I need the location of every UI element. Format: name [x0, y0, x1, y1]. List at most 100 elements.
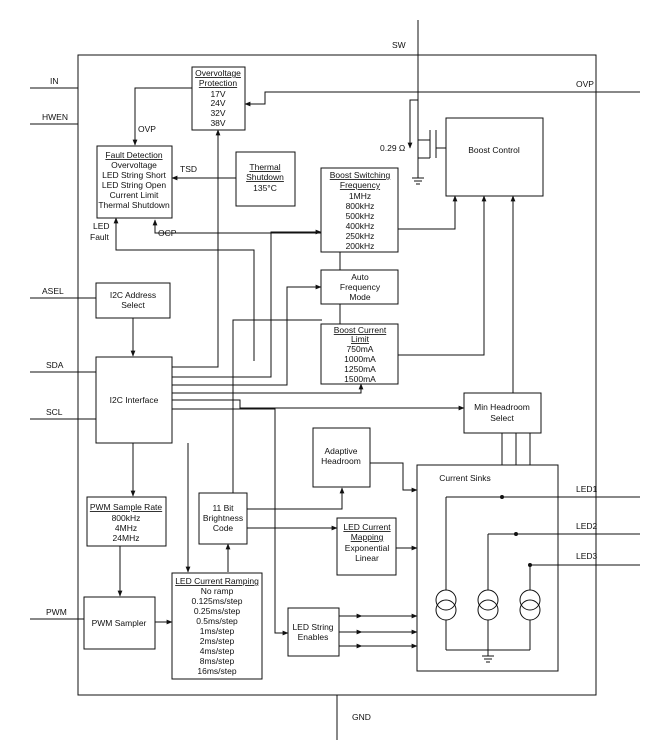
string-enables-line: Enables [298, 632, 329, 642]
ramp-value: 16ms/step [197, 666, 236, 676]
pin-sw-label: SW [392, 40, 406, 50]
adaptive-line: Headroom [321, 456, 361, 466]
brightness-line: Brightness [203, 513, 243, 523]
current-sinks-label: Current Sinks [439, 473, 491, 483]
pwm-sample-rate-block: PWM Sample Rate 800kHz 4MHz 24MHz [86, 496, 167, 547]
min-headroom-line: Min Headroom [474, 402, 530, 412]
ovp-value: 17V [210, 89, 225, 99]
ovp-value: 24V [210, 98, 225, 108]
ovp-title-2: Protection [199, 78, 238, 88]
fault-title: Fault Detection [105, 150, 162, 160]
fault-item: Thermal Shutdown [98, 200, 170, 210]
pwm-sampler-label: PWM Sampler [92, 618, 147, 628]
mapping-title-2: Mapping [351, 532, 384, 542]
ovp-value: 32V [210, 108, 225, 118]
freq-value: 500kHz [346, 211, 375, 221]
thermal-value: 135°C [253, 183, 277, 193]
tsd-signal-label: TSD [180, 164, 197, 174]
pin-led2-label: LED2 [576, 521, 598, 531]
auto-freq-line: Frequency [340, 282, 381, 292]
fault-item: Overvoltage [111, 160, 157, 170]
sense-resistor-label: 0.29 Ω [380, 143, 405, 153]
led-fault-label-1: LED [93, 221, 110, 231]
ovp-signal-label: OVP [138, 124, 156, 134]
boost-control-block: Boost Control [445, 117, 544, 197]
brightness-line: 11 Bit [212, 503, 234, 513]
led-fault-label-2: Fault [90, 232, 110, 242]
ramp-value: No ramp [201, 586, 234, 596]
external-pins: SW IN OVP HWEN ASEL SDA SCL PWM GND LED1… [30, 20, 640, 740]
i2c-interface-block: I2C Interface [95, 356, 173, 444]
pin-led1-label: LED1 [576, 484, 598, 494]
boost-current-limit-block: Boost Current Limit 750mA 1000mA 1250mA … [320, 323, 399, 385]
pin-in-label: IN [50, 76, 59, 86]
freq-value: 1MHz [349, 191, 371, 201]
thermal-title-1: Thermal [249, 162, 280, 172]
mapping-value: Exponential [345, 543, 390, 553]
pwm-rate-value: 24MHz [113, 533, 140, 543]
climit-title-1: Boost Current [334, 325, 387, 335]
fault-item: LED String Open [102, 180, 167, 190]
pin-led3-label: LED3 [576, 551, 598, 561]
climit-value: 750mA [347, 344, 374, 354]
brightness-line: Code [213, 523, 234, 533]
led-current-mapping-block: LED Current Mapping Exponential Linear [336, 517, 397, 576]
auto-frequency-mode-block: Auto Frequency Mode [320, 269, 399, 305]
freq-value: 250kHz [346, 231, 375, 241]
boost-switch: 0.29 Ω [380, 130, 446, 185]
pin-gnd-label: GND [352, 712, 371, 722]
min-headroom-select-block: Min Headroom Select [463, 392, 542, 434]
boost-control-label: Boost Control [468, 145, 520, 155]
ovp-value: 38V [210, 118, 225, 128]
pwm-sampler-block: PWM Sampler [83, 596, 156, 650]
ramp-value: 4ms/step [200, 646, 235, 656]
auto-freq-line: Mode [349, 292, 371, 302]
pin-pwm-label: PWM [46, 607, 67, 617]
freq-title-2: Frequency [340, 180, 381, 190]
climit-title-2: Limit [351, 334, 370, 344]
freq-title-1: Boost Switching [330, 170, 391, 180]
pin-sda-label: SDA [46, 360, 64, 370]
climit-value: 1250mA [344, 364, 376, 374]
overvoltage-protection-block: Overvoltage Protection 17V 24V 32V 38V [191, 66, 246, 131]
freq-value: 800kHz [346, 201, 375, 211]
fault-detection-block: Fault Detection Overvoltage LED String S… [96, 145, 173, 219]
fault-item: LED String Short [102, 170, 166, 180]
pin-hwen-label: HWEN [42, 112, 68, 122]
ramp-title: LED Current Ramping [175, 576, 259, 586]
ramp-value: 0.25ms/step [194, 606, 241, 616]
pin-ovp-label: OVP [576, 79, 594, 89]
led-current-ramping-block: LED Current Ramping No ramp 0.125ms/step… [171, 572, 263, 680]
min-headroom-line: Select [490, 413, 514, 423]
pwm-rate-title: PWM Sample Rate [90, 502, 163, 512]
freq-value: 400kHz [346, 221, 375, 231]
i2c-addr-line: I2C Address [110, 290, 156, 300]
ramp-value: 0.125ms/step [191, 596, 242, 606]
pwm-rate-value: 800kHz [112, 513, 141, 523]
ramp-value: 8ms/step [200, 656, 235, 666]
mapping-title-1: LED Current [343, 522, 391, 532]
mapping-value: Linear [355, 553, 379, 563]
climit-value: 1500mA [344, 374, 376, 384]
brightness-code-block: 11 Bit Brightness Code [198, 492, 248, 545]
adaptive-headroom-block: Adaptive Headroom [312, 427, 371, 488]
ovp-title-1: Overvoltage [195, 68, 241, 78]
thermal-title-2: Shutdown [246, 172, 284, 182]
ramp-value: 1ms/step [200, 626, 235, 636]
i2c-addr-line: Select [121, 300, 145, 310]
fault-item: Current Limit [110, 190, 159, 200]
climit-value: 1000mA [344, 354, 376, 364]
thermal-shutdown-block: Thermal Shutdown 135°C [235, 151, 296, 207]
string-enables-line: LED String [292, 622, 333, 632]
ramp-value: 2ms/step [200, 636, 235, 646]
adaptive-line: Adaptive [324, 446, 357, 456]
ramp-value: 0.5ms/step [196, 616, 238, 626]
i2c-address-select-block: I2C Address Select [95, 282, 171, 319]
boost-switching-frequency-block: Boost Switching Frequency 1MHz 800kHz 50… [320, 167, 399, 253]
auto-freq-line: Auto [351, 272, 369, 282]
ocp-signal-label: OCP [158, 228, 177, 238]
pin-asel-label: ASEL [42, 286, 64, 296]
freq-value: 200kHz [346, 241, 375, 251]
current-sinks-block: Current Sinks [416, 464, 559, 672]
